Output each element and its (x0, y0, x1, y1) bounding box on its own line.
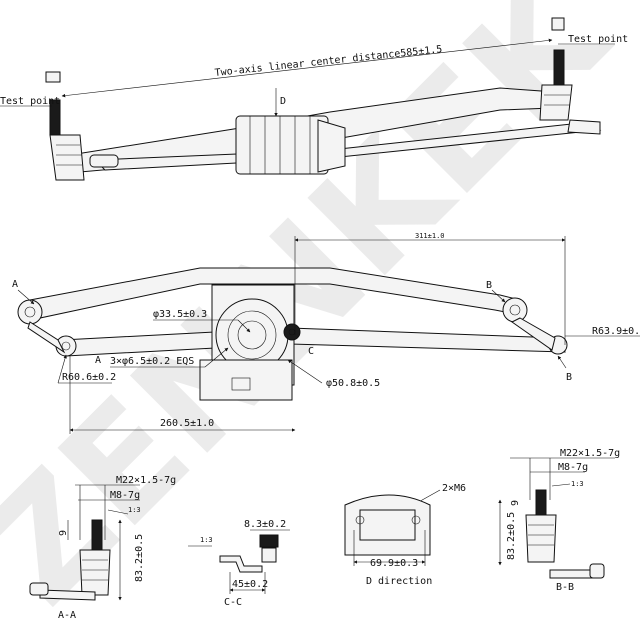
d-dim-69-label: 69.9±0.3 (370, 558, 418, 569)
cc-ratio-label: 1:3 (200, 536, 213, 544)
d-direction-view: 2×M6 69.9±0.3 D direction (344, 483, 466, 587)
left-pivot (45, 71, 119, 181)
section-c: C (308, 346, 314, 357)
bb-ratio-label: 1:3 (571, 480, 584, 488)
test-point-right-label: Test point (568, 34, 628, 45)
section-a-top: A (12, 279, 18, 290)
cc-view: 8.3±0.2 1:3 45±0.2 C-C (188, 519, 290, 608)
main-view: 311±1.0 260.5±1.0 φ33.5±0.3 3×φ6.5±0.2 E… (12, 232, 640, 434)
bb-view: M22×1.5-7g M8-7g 1:3 9 83.2±0.5 B-B (498, 448, 620, 593)
dim-260-label: 260.5±1.0 (160, 418, 214, 429)
bb-nine-label: 9 (510, 500, 521, 506)
view-d-marker: D (280, 96, 286, 107)
dia-50-label: φ50.8±0.5 (326, 378, 380, 389)
r60-label: R60.6±0.2 (62, 372, 116, 383)
bb-caption: B-B (556, 582, 574, 593)
section-b-bottom: B (566, 372, 572, 383)
top-view: Test point Test point Two-axis linear ce… (0, 17, 628, 181)
aa-thread-label: M22×1.5-7g (116, 475, 176, 486)
holes-label: 3×φ6.5±0.2 EQS (110, 356, 194, 367)
aa-caption: A-A (58, 610, 76, 621)
bb-m8-label: M8-7g (558, 462, 588, 473)
aa-view: M22×1.5-7g M8-7g 1:3 9 83.2±0.5 A-A (29, 475, 176, 621)
cc-dim-45-label: 45±0.2 (232, 579, 268, 590)
dia-33-label: φ33.5±0.3 (153, 309, 207, 320)
section-a-bottom: A (95, 355, 101, 366)
test-point-left-label: Test point (0, 96, 60, 107)
cc-caption: C-C (224, 597, 242, 608)
aa-height-label: 83.2±0.5 (134, 534, 145, 582)
bb-thread-label: M22×1.5-7g (560, 448, 620, 459)
d-caption: D direction (366, 576, 432, 587)
d-m6-label: 2×M6 (442, 483, 466, 494)
cc-dim-83-label: 8.3±0.2 (244, 519, 286, 530)
section-b-top: B (486, 280, 492, 291)
aa-ratio-label: 1:3 (128, 506, 141, 514)
r63-label: R63.9±0.2 (592, 326, 640, 337)
aa-m8-label: M8-7g (110, 490, 140, 501)
aa-nine-label: 9 (58, 530, 69, 536)
bb-height-label: 83.2±0.5 (506, 512, 517, 560)
dim-311-label: 311±1.0 (415, 232, 445, 240)
